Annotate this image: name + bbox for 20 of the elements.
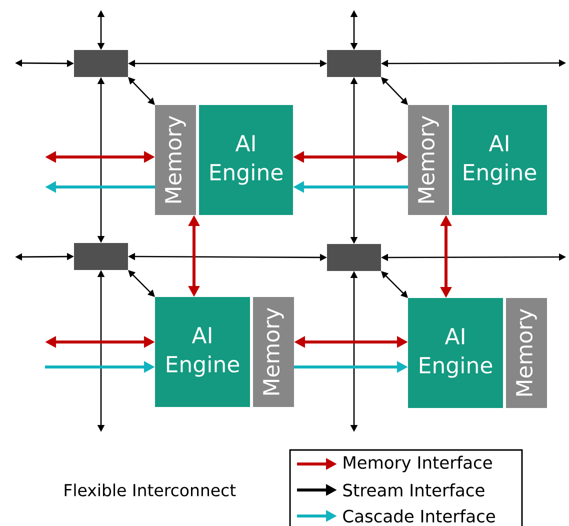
arrow (381, 77, 408, 105)
engine-block: AI Engine (408, 298, 503, 408)
memory-block: Memory (506, 298, 547, 408)
switch-box (327, 50, 381, 77)
memory-block: Memory (408, 105, 449, 215)
switch-box (74, 243, 128, 270)
engine-block: AI Engine (452, 105, 547, 215)
memory-block: Memory (155, 105, 196, 215)
switch-box (327, 244, 381, 271)
arrow (128, 270, 155, 297)
arrow (381, 271, 408, 298)
legend-text: Cascade Interface (343, 509, 495, 523)
legend-text: Stream Interface (343, 483, 484, 497)
engine-block: AI Engine (199, 105, 293, 215)
arrow (128, 77, 155, 105)
caption-text: Flexible Interconnect (64, 484, 236, 496)
switch-box (74, 50, 128, 77)
memory-block: Memory (253, 297, 294, 407)
legend-text: Memory Interface (344, 456, 492, 472)
engine-block: AI Engine (155, 297, 250, 407)
